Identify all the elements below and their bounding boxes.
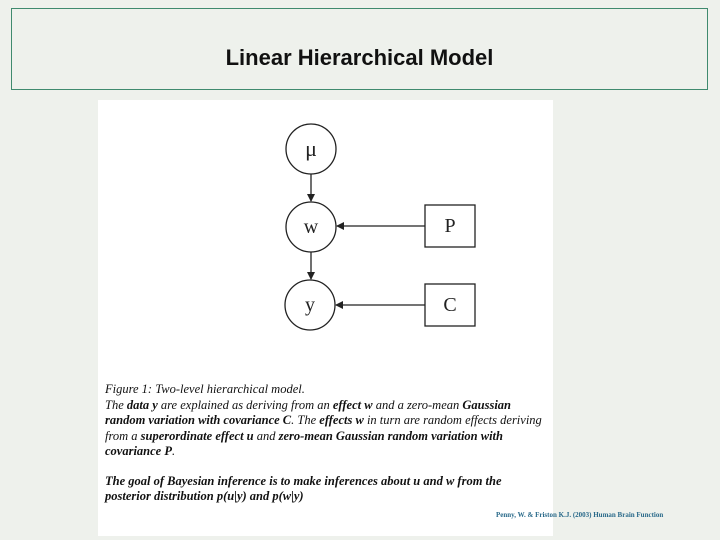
caption-description: The data y are explained as deriving fro… <box>105 397 542 459</box>
node-C <box>424 283 476 327</box>
figure-caption: Figure 1: Two-level hierarchical model. … <box>105 382 545 505</box>
citation-credit: Penny, W. & Friston K.J. (2003) Human Br… <box>496 511 664 519</box>
node-mu-label: μ <box>305 136 317 161</box>
title-frame: Linear Hierarchical Model <box>11 8 708 90</box>
slide-title: Linear Hierarchical Model <box>225 45 494 70</box>
caption-title: Figure 1: Two-level hierarchical model. <box>105 382 305 396</box>
caption-goal: The goal of Bayesian inference is to mak… <box>105 473 502 504</box>
node-C-label: C <box>443 294 456 316</box>
node-y-label: y <box>305 294 315 316</box>
node-P-label: P <box>444 215 455 237</box>
node-w-label: w <box>304 216 319 238</box>
